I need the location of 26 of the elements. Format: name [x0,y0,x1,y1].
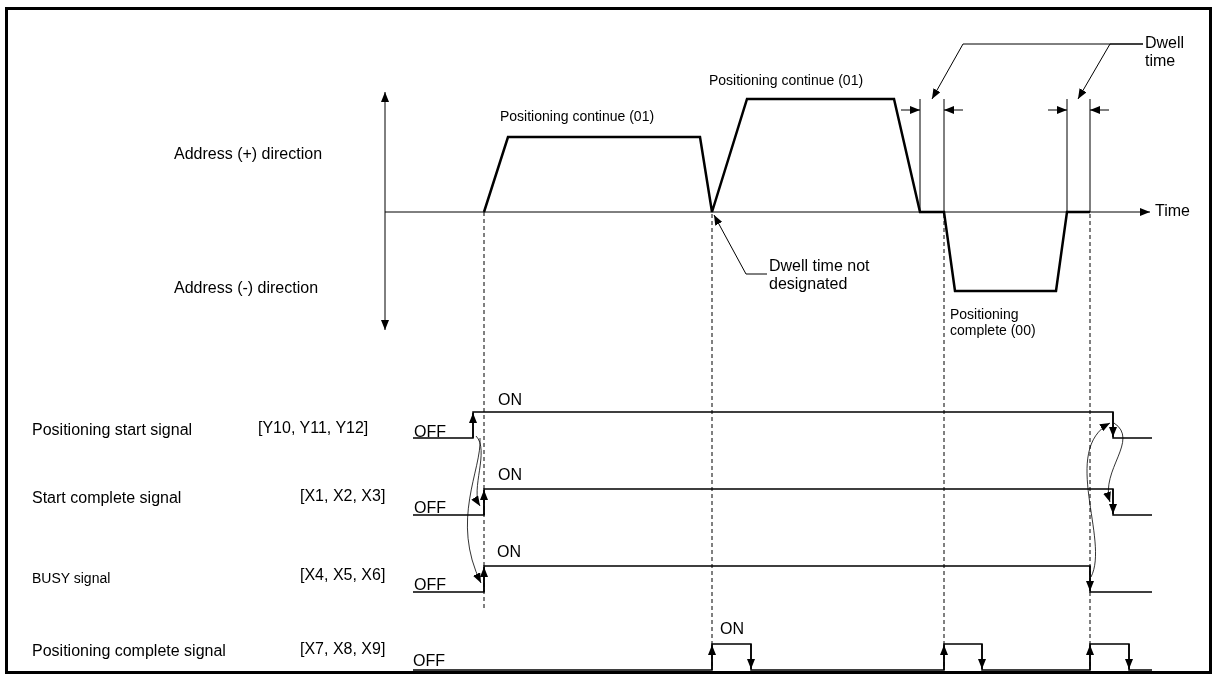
profile-label: Positioning continue (01) [709,72,864,89]
leader-line [1077,43,1144,100]
profile-label: Positioning complete (00) [950,306,1037,339]
signal-address: [Y10, Y11, Y12] [258,419,369,438]
profile-label: Positioning continue (01) [500,108,655,125]
state-label: OFF [413,652,445,671]
state-label: OFF [414,576,446,595]
leader-line [713,214,768,275]
state-label: ON [497,543,521,562]
axis-label: Address (-) direction [174,279,319,298]
axis-label: Time [1155,202,1190,221]
callout-text: Dwell time not designated [769,257,871,294]
signal-address: [X7, X8, X9] [300,640,386,659]
signal-name: Positioning start signal [32,421,193,440]
state-label: OFF [414,499,446,518]
callout-text: Dwell time [1145,34,1186,71]
signal-name: BUSY signal [32,570,111,587]
state-label: ON [498,391,522,410]
state-label: ON [720,620,744,639]
signal-address: [X1, X2, X3] [300,487,386,506]
signal-address: [X4, X5, X6] [300,566,386,585]
axis-label: Address (+) direction [174,145,323,164]
state-label: OFF [414,423,446,442]
signal-name: Positioning complete signal [32,642,226,661]
signal-name: Start complete signal [32,489,182,508]
state-label: ON [498,466,522,485]
